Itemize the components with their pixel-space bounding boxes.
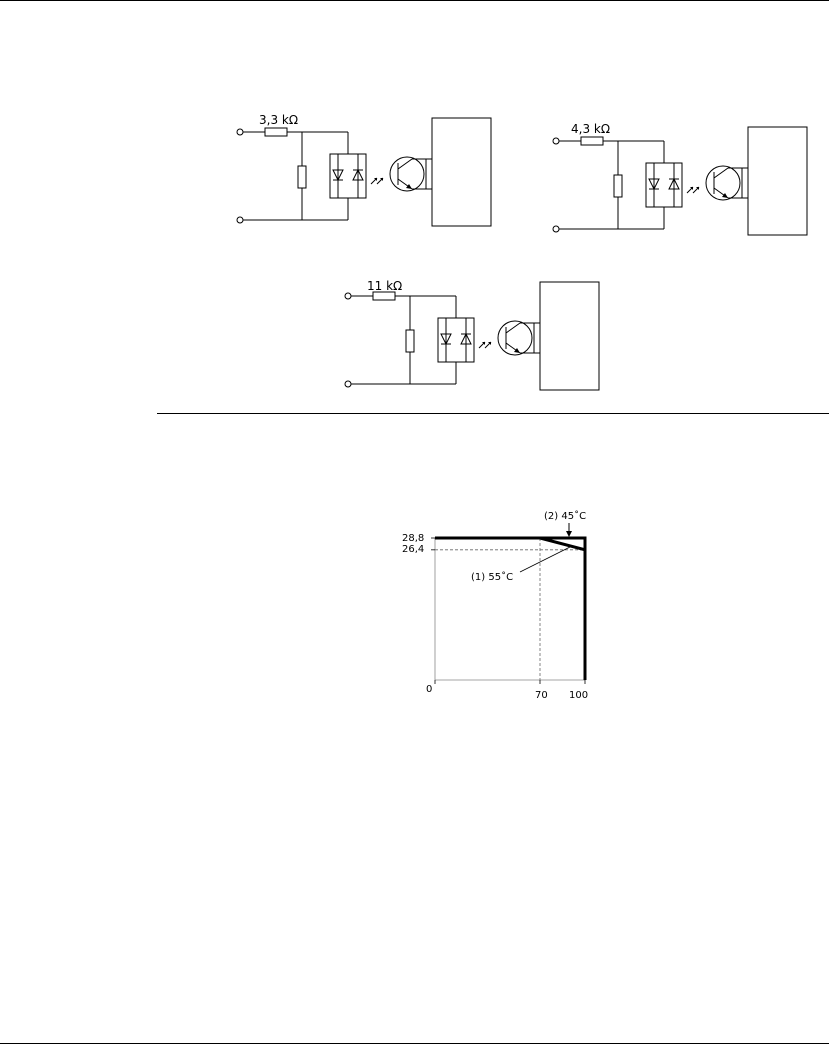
series-line-1 [435,538,585,680]
chart-reference-lines [435,538,585,680]
resistor-label-3: 11 kΩ [367,279,402,293]
resistor-label-1: 3,3 kΩ [259,113,298,127]
x-tick-label-70: 70 [535,690,548,701]
chart-series [435,538,585,680]
derating-chart: 28,8 26,4 0 70 100 (2) 45˚C (1) 55˚C [402,510,588,701]
optocoupler-circuit-3: 11 kΩ [345,279,599,390]
annotation-55c: (1) 55˚C [471,571,513,583]
x-tick-label-0: 0 [426,684,432,695]
y-tick-label-26-4: 26,4 [402,544,424,555]
chart-axes [435,538,585,680]
annotation-45c: (2) 45˚C [544,510,586,522]
chart-ticks [431,538,585,684]
annotation-45c-arrowhead [566,531,572,537]
x-tick-label-100: 100 [569,690,588,701]
resistor-label-2: 4,3 kΩ [571,122,610,136]
optocoupler-circuit-1: 3,3 kΩ [237,113,491,226]
series-line-0 [435,538,585,680]
y-tick-label-28-8: 28,8 [402,533,424,544]
optocoupler-circuit-2: 4,3 kΩ [553,122,807,235]
